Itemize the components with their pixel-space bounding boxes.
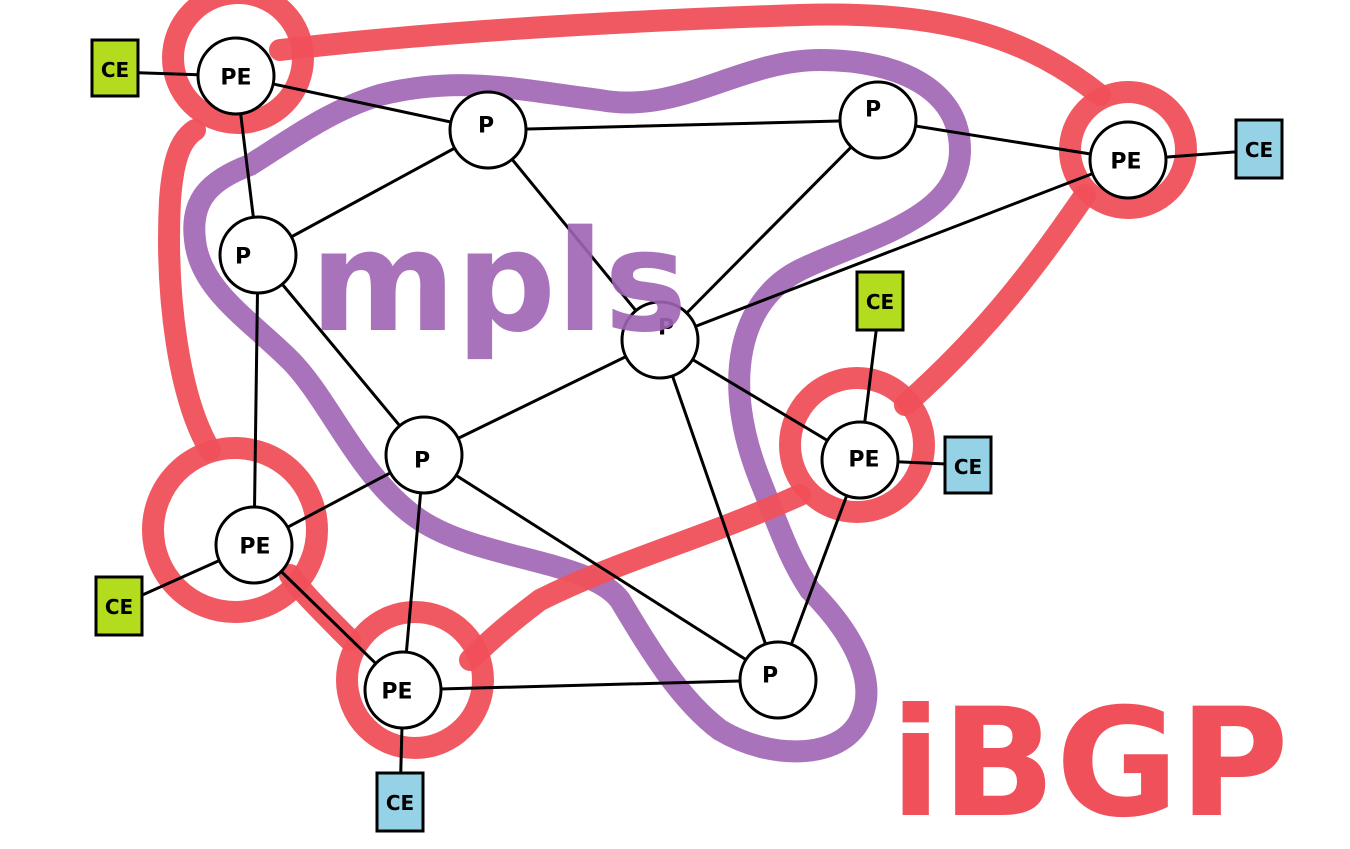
ce-label: CE xyxy=(386,791,414,815)
link xyxy=(486,128,662,342)
router-p[interactable]: P xyxy=(218,215,298,295)
router-label: PE xyxy=(1110,150,1141,175)
ce-device[interactable]: CE xyxy=(855,270,905,332)
ce-box xyxy=(90,38,140,98)
link xyxy=(658,338,780,682)
router-circle xyxy=(1088,120,1168,200)
ce-label: CE xyxy=(954,455,982,479)
mpls-annotation: mpls xyxy=(310,201,687,364)
ce-box xyxy=(855,270,905,332)
router-circle xyxy=(448,90,528,170)
router-label: PE xyxy=(381,680,412,705)
router-circle xyxy=(196,36,276,116)
ce-box xyxy=(943,435,993,495)
ce-label: CE xyxy=(866,290,894,314)
ibgp-annotation: iBGP xyxy=(890,677,1289,849)
router-circle xyxy=(738,640,818,720)
router-label: P xyxy=(865,98,881,123)
router-pe[interactable]: PE xyxy=(1088,120,1168,200)
router-p[interactable]: P xyxy=(738,640,818,720)
link xyxy=(422,338,662,457)
router-label: PE xyxy=(239,535,270,560)
router-p[interactable]: P xyxy=(620,300,700,380)
link xyxy=(422,453,780,682)
router-circle xyxy=(214,505,294,585)
ce-box xyxy=(1234,118,1284,180)
router-circle xyxy=(620,300,700,380)
ce-device[interactable]: CE xyxy=(943,435,993,495)
router-label: PE xyxy=(848,448,879,473)
ce-label: CE xyxy=(105,595,133,619)
router-p[interactable]: P xyxy=(838,80,918,160)
link xyxy=(256,128,490,257)
router-circle xyxy=(820,420,900,500)
ce-device[interactable]: CE xyxy=(1234,118,1284,180)
ce-label: CE xyxy=(1245,138,1273,162)
link xyxy=(876,118,1130,162)
router-label: P xyxy=(235,245,251,270)
link xyxy=(658,158,1130,342)
ibgp-outline xyxy=(142,0,1197,759)
ce-device[interactable]: CE xyxy=(94,575,144,637)
router-label: P xyxy=(478,114,494,139)
router-label: P xyxy=(658,316,674,341)
ce-label: CE xyxy=(101,58,129,82)
router-pe[interactable]: PE xyxy=(196,36,276,116)
link xyxy=(401,678,780,692)
router-pe[interactable]: PE xyxy=(363,650,443,730)
router-circle xyxy=(384,415,464,495)
router-p[interactable]: P xyxy=(384,415,464,495)
ce-box xyxy=(375,771,425,833)
router-label: P xyxy=(414,449,430,474)
router-label: PE xyxy=(220,66,251,91)
link xyxy=(252,253,260,547)
router-pe[interactable]: PE xyxy=(214,505,294,585)
router-pe[interactable]: PE xyxy=(820,420,900,500)
link xyxy=(486,118,880,132)
router-circle xyxy=(363,650,443,730)
ce-device[interactable]: CE xyxy=(375,771,425,833)
ce-device[interactable]: CE xyxy=(90,38,140,98)
router-p[interactable]: P xyxy=(448,90,528,170)
link xyxy=(658,118,880,342)
link xyxy=(234,74,490,132)
mpls-outline xyxy=(183,49,971,763)
router-circle xyxy=(218,215,298,295)
ce-box xyxy=(94,575,144,637)
router-label: P xyxy=(762,664,778,689)
router-circle xyxy=(838,80,918,160)
link xyxy=(256,253,426,457)
